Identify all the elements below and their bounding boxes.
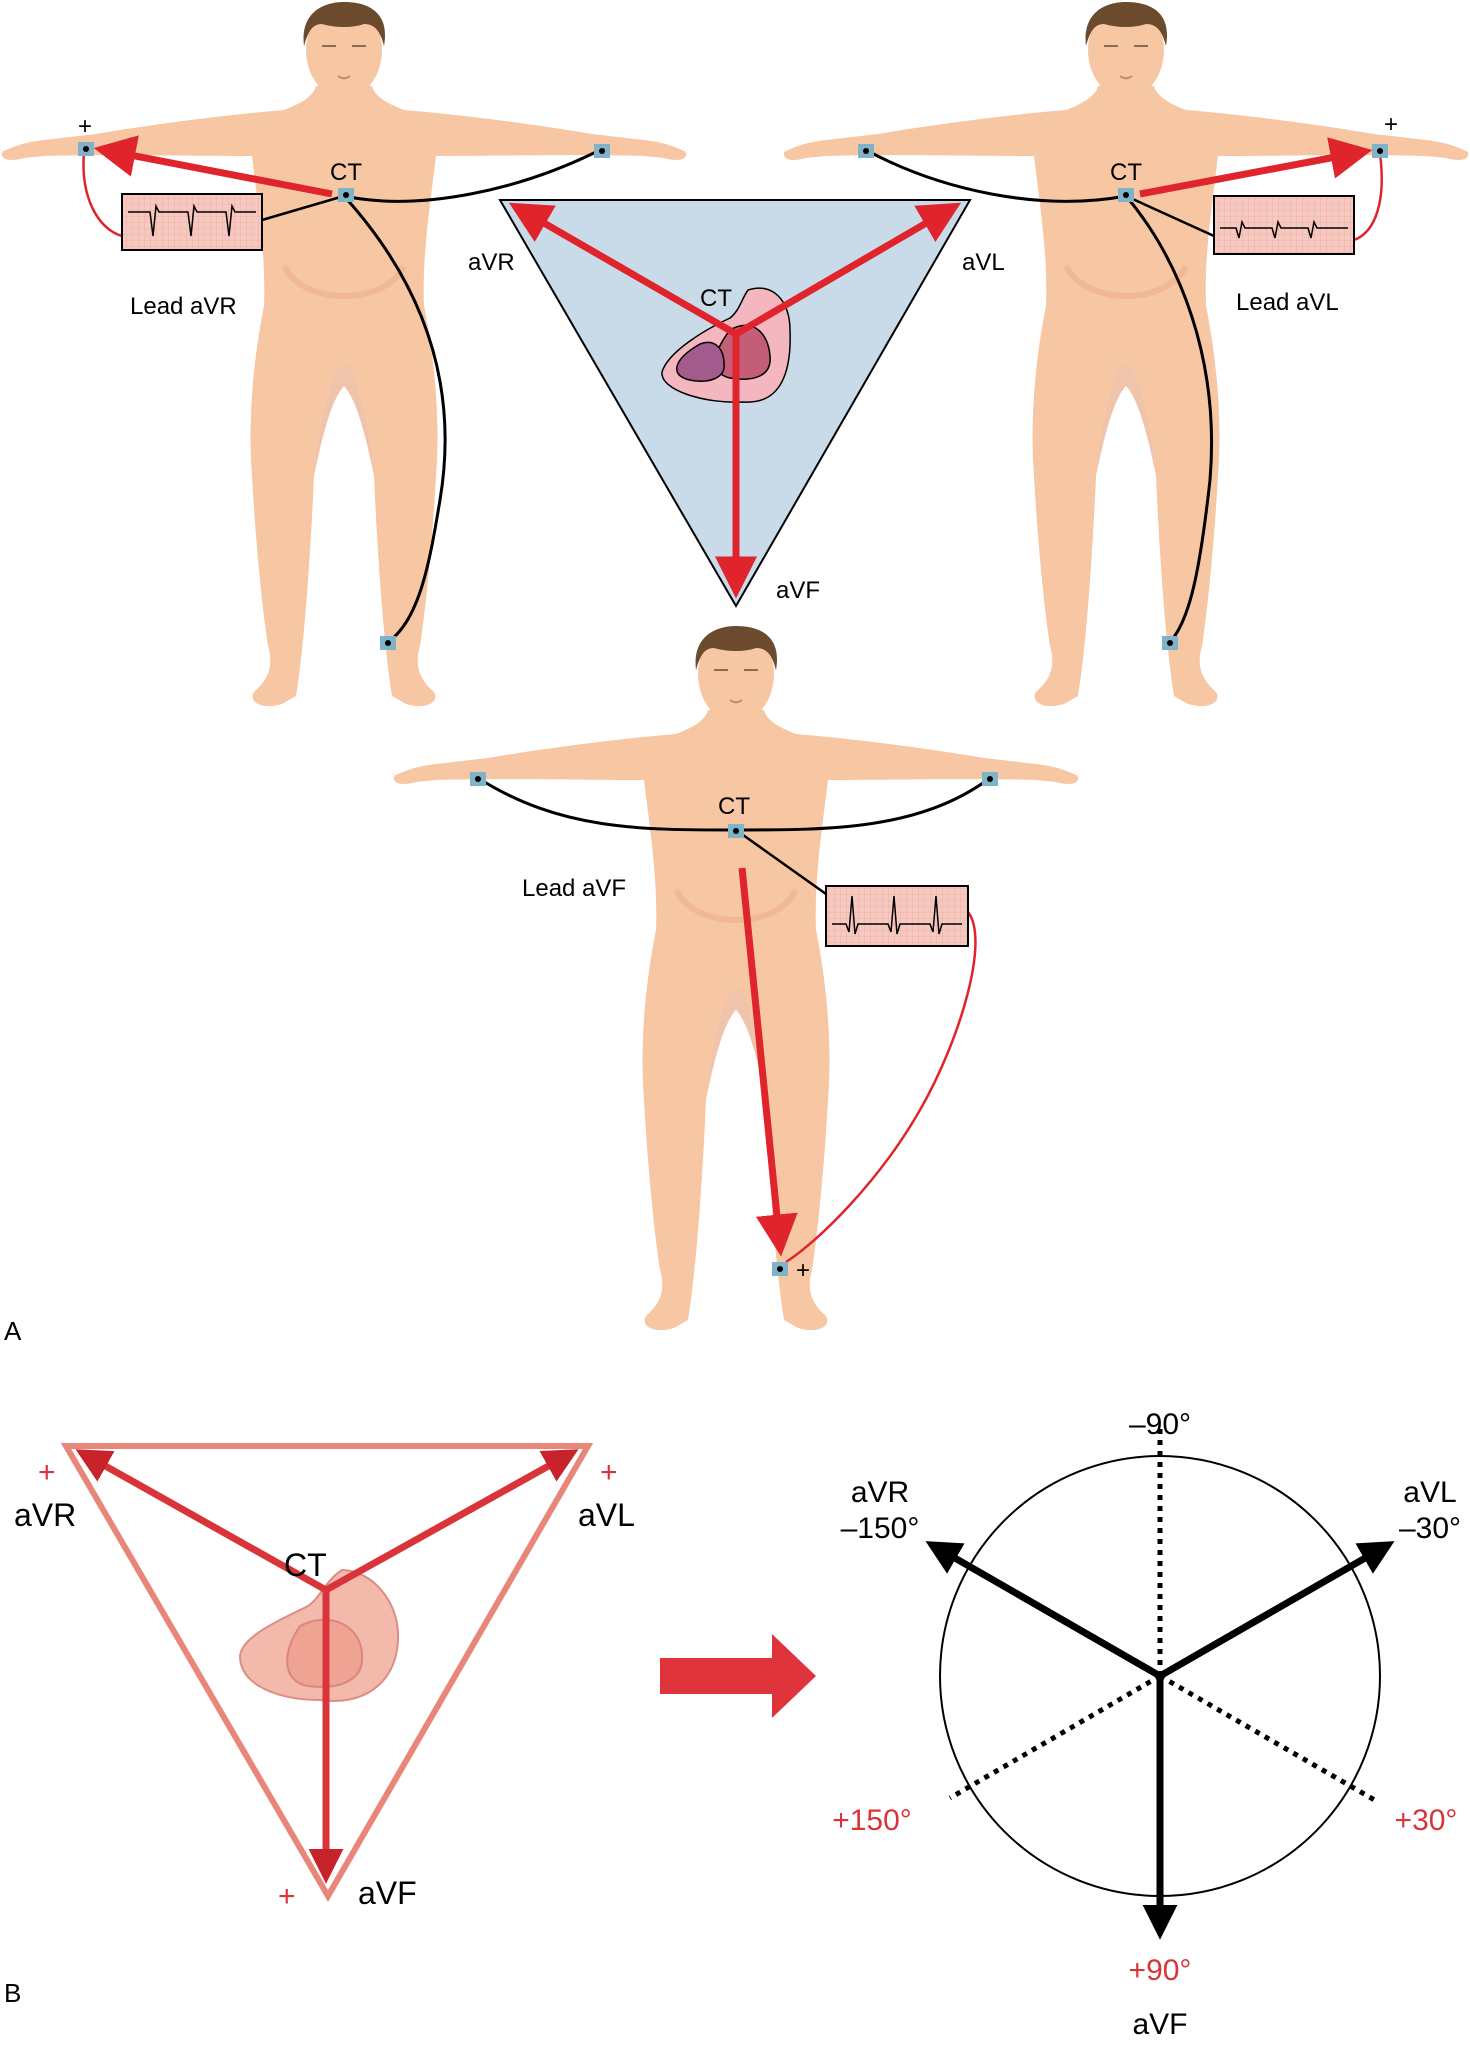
lead-label: Lead aVL <box>1236 289 1339 316</box>
human-figure-icon <box>394 626 1079 1330</box>
arrow-avr <box>508 202 738 338</box>
ecg-trace <box>832 895 962 935</box>
avl-label: aVL <box>962 249 1005 276</box>
ecg-trace <box>128 203 256 237</box>
lead-label: Lead aVF <box>522 875 626 902</box>
ct-label: CT <box>284 1547 327 1583</box>
panel-label-a: A <box>4 1316 22 1346</box>
lead-label: Lead aVR <box>130 293 237 320</box>
avl-label: aVL <box>578 1497 635 1533</box>
label-avf-name: aVF <box>1132 2008 1187 2041</box>
avf-label: aVF <box>776 577 820 604</box>
lead-arrow <box>1139 137 1373 198</box>
einthoven-triangle-b: CT + aVR + aVL + aVF <box>14 1443 635 1913</box>
ct-label: CT <box>718 793 750 820</box>
wire-right-arm <box>865 148 1127 203</box>
label-minus-90: –90° <box>1129 1408 1191 1441</box>
figure-lead-avf: + CT Lead aVF <box>394 626 1079 1330</box>
plus-avf: + <box>278 1880 296 1913</box>
ct-label: CT <box>700 285 732 312</box>
figure-lead-avl: + CT Lead aVL <box>784 2 1469 706</box>
figure-lead-avr: + CT Lead aVR <box>2 2 687 706</box>
plus-avl: + <box>600 1456 618 1489</box>
label-avl-name: aVL <box>1403 1476 1456 1509</box>
axis-arrow-avr <box>925 1541 1162 1680</box>
avr-label: aVR <box>468 249 515 276</box>
label-avl-angle: –30° <box>1399 1512 1461 1545</box>
wire-positive <box>1353 153 1383 242</box>
plus-sign: + <box>78 113 92 140</box>
panel-label-b: B <box>4 1978 21 2008</box>
ecg-box <box>825 885 969 947</box>
plus-sign: + <box>1384 111 1398 138</box>
ct-label: CT <box>1110 159 1142 186</box>
wire-left-leg <box>1124 195 1214 644</box>
wire-left-arm <box>343 148 601 203</box>
panel-b: CT + aVR + aVL + aVF –90° aVR –150° aVL … <box>4 1408 1461 2041</box>
transition-arrow-icon <box>660 1634 816 1718</box>
hexaxial-diagram: –90° aVR –150° aVL –30° +150° +30° +90° … <box>832 1408 1461 2041</box>
axis-arrow-avl <box>1158 1541 1395 1680</box>
ecg-trace <box>1220 219 1348 239</box>
label-plus-90: +90° <box>1129 1954 1192 1987</box>
ct-label: CT <box>330 159 362 186</box>
label-plus-30: +30° <box>1395 1804 1458 1837</box>
wire-ecg <box>1125 194 1215 238</box>
arrow-avl <box>734 202 962 338</box>
wire-ecg <box>261 194 345 222</box>
wire-left-leg <box>342 194 447 644</box>
ecg-box <box>1213 195 1355 255</box>
triangle-shape <box>60 1443 594 1902</box>
label-avr-angle: –150° <box>841 1512 920 1545</box>
lead-arrow <box>738 867 798 1257</box>
arrow-avr <box>75 1449 328 1594</box>
label-avr-name: aVR <box>851 1476 909 1509</box>
lead-arrow <box>93 135 333 198</box>
plus-sign: + <box>796 1257 810 1284</box>
human-figure-icon <box>2 2 687 706</box>
avr-label: aVR <box>14 1497 76 1533</box>
avf-label: aVF <box>358 1875 417 1911</box>
panel-a: + CT Lead aVR + CT Lead aVL <box>2 2 1469 1346</box>
plus-avr: + <box>38 1456 56 1489</box>
heart-icon <box>661 287 791 403</box>
wire-ecg <box>735 828 827 896</box>
dotted-axis-left <box>948 1673 1162 1801</box>
human-figure-icon <box>784 2 1469 706</box>
label-plus-150: +150° <box>832 1804 912 1837</box>
arrow-avl <box>324 1449 579 1594</box>
einthoven-triangle-a: CT aVR aVL aVF <box>468 199 1005 608</box>
dotted-axis-right <box>1158 1673 1380 1805</box>
wire-positive <box>785 911 977 1264</box>
wire-positive <box>82 151 123 238</box>
